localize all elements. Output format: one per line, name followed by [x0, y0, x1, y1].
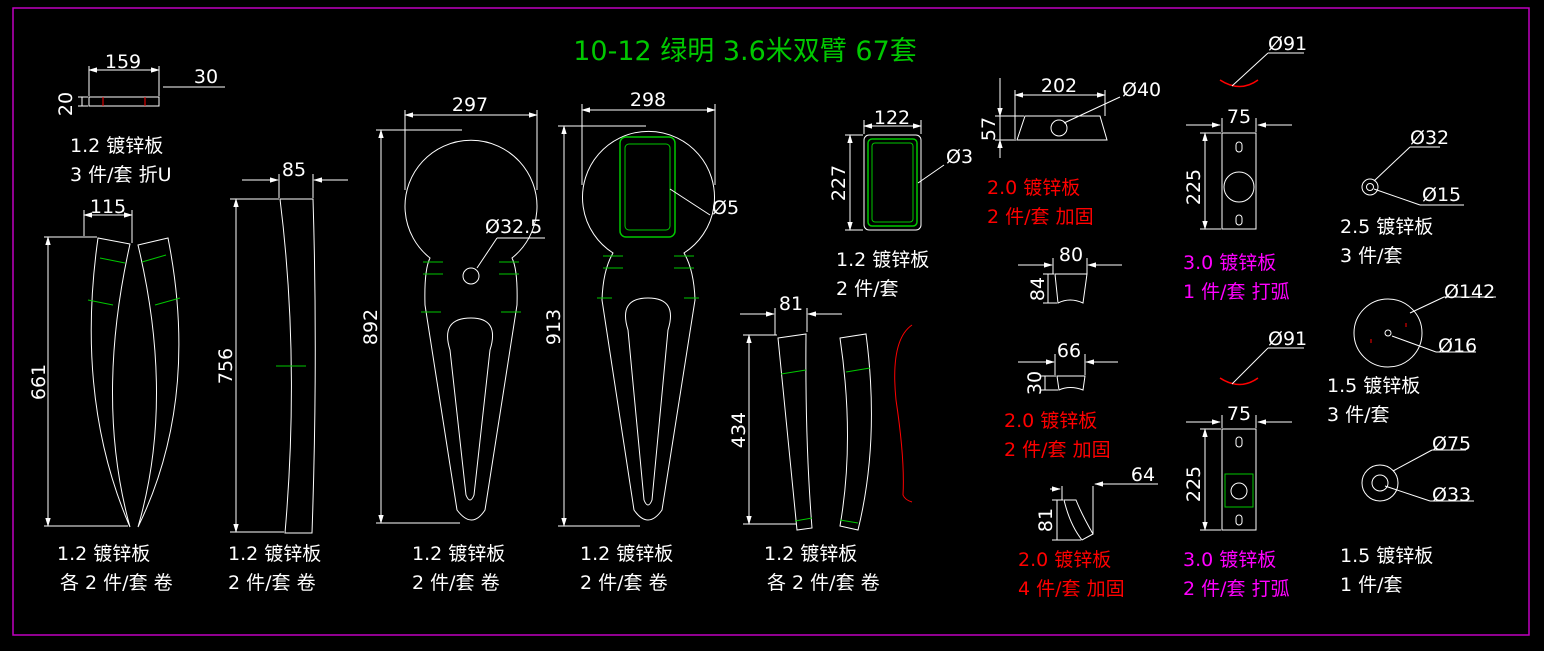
part-quantity: 各 2 件/套 卷: [60, 572, 173, 594]
part-4: [376, 110, 545, 524]
part-material: 2.0 镀锌板: [1018, 549, 1111, 571]
dim-label: 85: [282, 159, 306, 181]
dim-label: 30: [1024, 371, 1046, 395]
dim-label: 75: [1227, 403, 1251, 425]
part-material: 1.2 镀锌板: [836, 249, 929, 271]
part-quantity: 3 件/套: [1340, 245, 1403, 267]
part-material: 1.2 镀锌板: [580, 543, 673, 565]
part-quantity: 2 件/套 卷: [412, 572, 500, 594]
dim-label: Ø91: [1268, 33, 1307, 55]
part-2: [44, 210, 181, 528]
part-quantity: 3 件/套: [1327, 404, 1390, 426]
dim-label: 298: [630, 89, 666, 111]
part-quantity: 2 件/套 卷: [580, 572, 668, 594]
part-material: 2.0 镀锌板: [1004, 410, 1097, 432]
part-material: 1.2 镀锌板: [764, 543, 857, 565]
part-15: [1361, 449, 1474, 502]
part-14: [1353, 296, 1496, 368]
dim-label: 122: [874, 107, 910, 129]
part-quantity: 1 件/套: [1340, 574, 1403, 596]
part-material: 3.0 镀锌板: [1183, 549, 1276, 571]
dim-label: 64: [1131, 464, 1155, 486]
part-material: 3.0 镀锌板: [1183, 252, 1276, 274]
drawing-title: 10-12 绿明 3.6米双臂 67套: [573, 36, 917, 67]
dim-label: Ø5: [712, 197, 739, 219]
part-7: [845, 120, 945, 231]
dim-label: 80: [1059, 244, 1083, 266]
part-material: 1.5 镀锌板: [1340, 545, 1433, 567]
dim-label: Ø91: [1268, 328, 1307, 350]
part-quantity: 3 件/套 折U: [70, 164, 171, 186]
part-material: 2.0 镀锌板: [987, 177, 1080, 199]
part-quantity: 2 件/套 打弧: [1183, 578, 1290, 600]
part-9: [1018, 258, 1122, 391]
part-11: [1186, 52, 1304, 230]
dim-label: 225: [1183, 169, 1205, 205]
dim-label: 159: [105, 51, 141, 73]
dim-label: 84: [1027, 277, 1049, 301]
dim-label: 20: [55, 92, 77, 116]
sheet-border: [12, 7, 1530, 636]
dim-label: Ø16: [1438, 335, 1477, 357]
dim-label: Ø32.5: [485, 216, 542, 238]
part-quantity: 4 件/套 加固: [1018, 578, 1125, 600]
part-material: 1.2 镀锌板: [70, 135, 163, 157]
part-8: [995, 78, 1121, 158]
dim-label: 756: [215, 348, 237, 384]
part-quantity: 1 件/套 打弧: [1183, 281, 1290, 303]
dim-label: 225: [1183, 466, 1205, 502]
part-5: [558, 104, 716, 527]
dim-label: 434: [728, 412, 750, 448]
part-quantity: 2 件/套 加固: [1004, 439, 1111, 461]
dim-label: 227: [828, 165, 850, 201]
dim-label: Ø40: [1122, 79, 1161, 101]
part-quantity: 各 2 件/套 卷: [767, 572, 880, 594]
dim-label: Ø75: [1432, 433, 1471, 455]
dim-label: 913: [543, 309, 565, 345]
dim-label: 66: [1057, 340, 1081, 362]
part-quantity: 2 件/套 加固: [987, 206, 1094, 228]
dim-label: 30: [194, 66, 218, 88]
dim-label: 297: [452, 94, 488, 116]
part-10: [1050, 481, 1158, 541]
dim-label: 115: [90, 196, 126, 218]
part-6: [740, 308, 913, 531]
part-material: 1.2 镀锌板: [57, 543, 150, 565]
dim-label: 892: [360, 309, 382, 345]
dim-label: 81: [779, 293, 803, 315]
dim-label: Ø142: [1444, 281, 1495, 303]
part-material: 1.2 镀锌板: [412, 543, 505, 565]
dim-label: 81: [1035, 508, 1057, 532]
dim-label: 202: [1041, 75, 1077, 97]
dim-label: 57: [978, 117, 1000, 141]
part-material: 2.5 镀锌板: [1340, 216, 1433, 238]
part-3: [230, 174, 348, 534]
part-13: [1361, 146, 1464, 206]
dim-label: Ø33: [1432, 484, 1471, 506]
part-material: 1.5 镀锌板: [1327, 375, 1420, 397]
part-material: 1.2 镀锌板: [228, 543, 321, 565]
part-quantity: 2 件/套 卷: [228, 572, 316, 594]
part-1: [78, 66, 225, 107]
part-12: [1186, 347, 1304, 531]
dim-label: 75: [1227, 106, 1251, 128]
dim-label: 661: [28, 364, 50, 400]
dim-label: Ø32: [1410, 127, 1449, 149]
dim-label: Ø3: [946, 146, 973, 168]
part-quantity: 2 件/套: [836, 278, 899, 300]
dim-label: Ø15: [1422, 184, 1461, 206]
